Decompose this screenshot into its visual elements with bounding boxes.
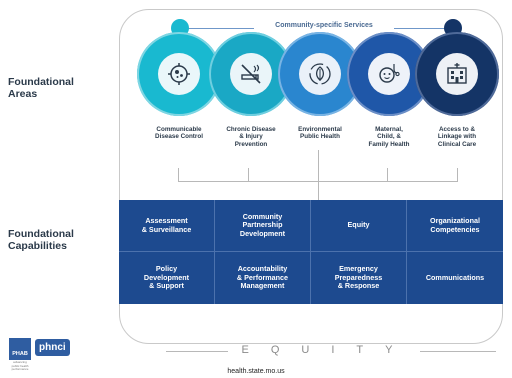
hospital-icon bbox=[447, 63, 467, 84]
phnci-logo: phnci bbox=[35, 339, 70, 356]
phab-logo-tagline: advancing public health performance bbox=[11, 360, 29, 371]
area-label-communicable: Communicable Disease Control bbox=[155, 126, 203, 141]
capability-cell: Emergency Preparedness & Response bbox=[311, 252, 407, 304]
foundational-areas-label: Foundational Areas bbox=[8, 76, 74, 100]
area-label-clinical: Access to & Linkage with Clinical Care bbox=[437, 126, 477, 148]
area-label-environmental: Environmental Public Health bbox=[298, 126, 342, 141]
bracket-tick bbox=[178, 168, 179, 182]
virus-icon bbox=[168, 63, 190, 85]
bracket-tick bbox=[248, 168, 249, 182]
services-label: Community-specific Services bbox=[254, 22, 394, 29]
capability-cell: Community Partnership Development bbox=[215, 200, 311, 252]
capability-cell: Assessment & Surveillance bbox=[119, 200, 215, 252]
no-smoking-icon bbox=[241, 64, 261, 84]
bracket-tick bbox=[387, 168, 388, 182]
area-label-chronic: Chronic Disease & Injury Prevention bbox=[226, 126, 276, 148]
bracket-stem bbox=[318, 150, 319, 200]
bracket-tick bbox=[457, 168, 458, 182]
capability-cell: Organizational Competencies bbox=[407, 200, 503, 252]
baby-stethoscope-icon bbox=[379, 64, 400, 83]
foundational-capabilities-label: Foundational Capabilities bbox=[8, 228, 74, 252]
equity-line-left bbox=[166, 351, 228, 352]
equity-line-right bbox=[420, 351, 496, 352]
capability-cell: Communications bbox=[425, 272, 485, 282]
capability-cell: Accountability & Performance Management bbox=[215, 252, 311, 304]
capabilities-grid: Assessment & Surveillance Community Part… bbox=[119, 200, 503, 304]
area-circle-communicable bbox=[137, 32, 221, 116]
area-circle-maternal bbox=[347, 32, 431, 116]
area-circle-clinical bbox=[415, 32, 499, 116]
capability-cell: Equity bbox=[311, 200, 407, 252]
source-footer: health.state.mo.us bbox=[227, 368, 285, 375]
phab-logo: PHAB bbox=[9, 338, 31, 360]
capability-cell: Policy Development & Support bbox=[119, 252, 215, 304]
area-label-maternal: Maternal, Child, & Family Health bbox=[368, 126, 410, 148]
equity-label: EQUITY bbox=[241, 344, 415, 356]
leaf-icon bbox=[309, 63, 331, 85]
